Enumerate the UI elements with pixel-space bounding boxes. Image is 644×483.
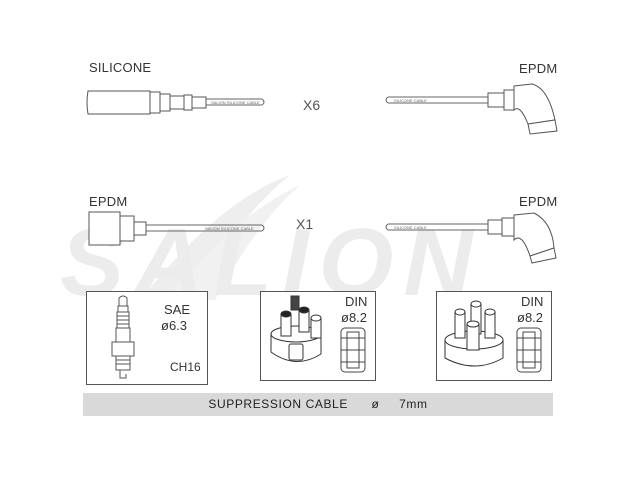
row1-angled-boot — [487, 83, 558, 135]
sae-code: CH16 — [170, 360, 201, 374]
din1-terminal-icon — [340, 327, 366, 373]
row2-straight-boot — [88, 211, 147, 246]
row2-cable-right — [385, 223, 488, 231]
row2-right-material: EPDM — [519, 194, 558, 209]
row2-quantity: X1 — [296, 216, 314, 232]
din2-size: ø8.2 — [517, 310, 544, 325]
din2-title: DIN — [521, 294, 544, 309]
row1-straight-boot — [86, 90, 207, 115]
row1-cable-left — [206, 98, 265, 106]
row1-cable-print-right: SILICONE CABLE — [394, 98, 427, 103]
row1-quantity: X6 — [303, 97, 321, 113]
footer-label: SUPPRESSION CABLE — [208, 397, 348, 411]
row1-cable-print-left: SALION SILICONE CABLE — [211, 100, 260, 105]
footer-diameter: 7mm — [399, 397, 428, 411]
din1-title: DIN — [345, 294, 368, 309]
suppression-cable-bar: SUPPRESSION CABLE ø 7mm — [83, 393, 553, 416]
footer-diameter-symbol: ø — [371, 397, 380, 411]
row2-cable-print-left: SALION SILICONE CABLE — [205, 226, 254, 231]
terminal-box-sae: SAE ø6.3 CH16 — [86, 291, 208, 385]
terminal-box-din-1: DIN ø8.2 — [260, 291, 376, 381]
din1-size: ø8.2 — [341, 310, 368, 325]
row1-right-material: EPDM — [519, 61, 558, 76]
spark-plug-icon — [111, 295, 135, 379]
din2-terminal-icon — [516, 327, 542, 373]
row2-cable-print-right: SILICONE CABLE — [394, 225, 427, 230]
sae-title: SAE — [164, 302, 191, 317]
sae-size: ø6.3 — [161, 318, 188, 333]
row1-cable-right — [385, 96, 488, 104]
watermark-swoosh — [140, 175, 290, 300]
row2-left-material: EPDM — [89, 194, 128, 209]
distributor-cap-din-icon — [444, 300, 542, 373]
row1-left-material: SILICONE — [89, 60, 152, 75]
row2-angled-boot — [487, 212, 557, 264]
distributor-cap-icon — [270, 295, 366, 373]
terminal-box-din-2: DIN ø8.2 — [436, 291, 552, 381]
row2-cable-left — [146, 224, 265, 232]
